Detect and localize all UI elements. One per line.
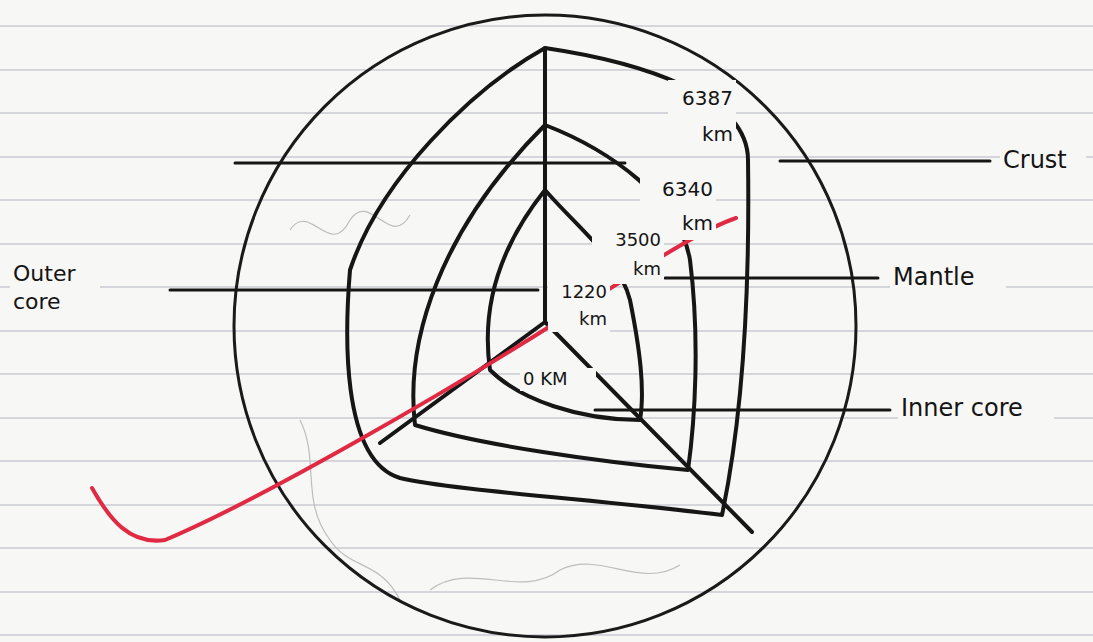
- ruled-line: [0, 460, 1093, 462]
- ruled-line: [0, 547, 1093, 549]
- leader-line: [595, 409, 890, 412]
- leader-line: [235, 162, 625, 165]
- radius-label: 3500 km: [592, 226, 664, 284]
- earth-circle: [234, 15, 856, 637]
- notebook-rules: [0, 26, 1093, 635]
- radius-line: [543, 48, 547, 322]
- ruled-line: [0, 504, 1093, 506]
- layer-name: Mantle: [890, 263, 1006, 292]
- continent-sketch: [430, 564, 680, 590]
- leader-line: [170, 289, 538, 292]
- crust-outline: [347, 48, 748, 515]
- layer-name: Outer core: [10, 260, 100, 315]
- radius-label: 6387 km: [668, 80, 736, 152]
- red-strike-mark: [92, 218, 736, 541]
- layer-name: Inner core: [898, 394, 1054, 423]
- core-outline: [488, 190, 642, 420]
- radius-label: 0 KM: [520, 368, 596, 391]
- leader-line: [780, 160, 990, 163]
- ruled-line: [0, 591, 1093, 593]
- ruled-line: [0, 25, 1093, 27]
- radius-label: 1220 km: [548, 278, 610, 332]
- continent-sketch: [290, 211, 410, 234]
- radius-line: [545, 322, 752, 532]
- layer-name: Crust: [1000, 146, 1086, 175]
- leader-line: [665, 277, 878, 280]
